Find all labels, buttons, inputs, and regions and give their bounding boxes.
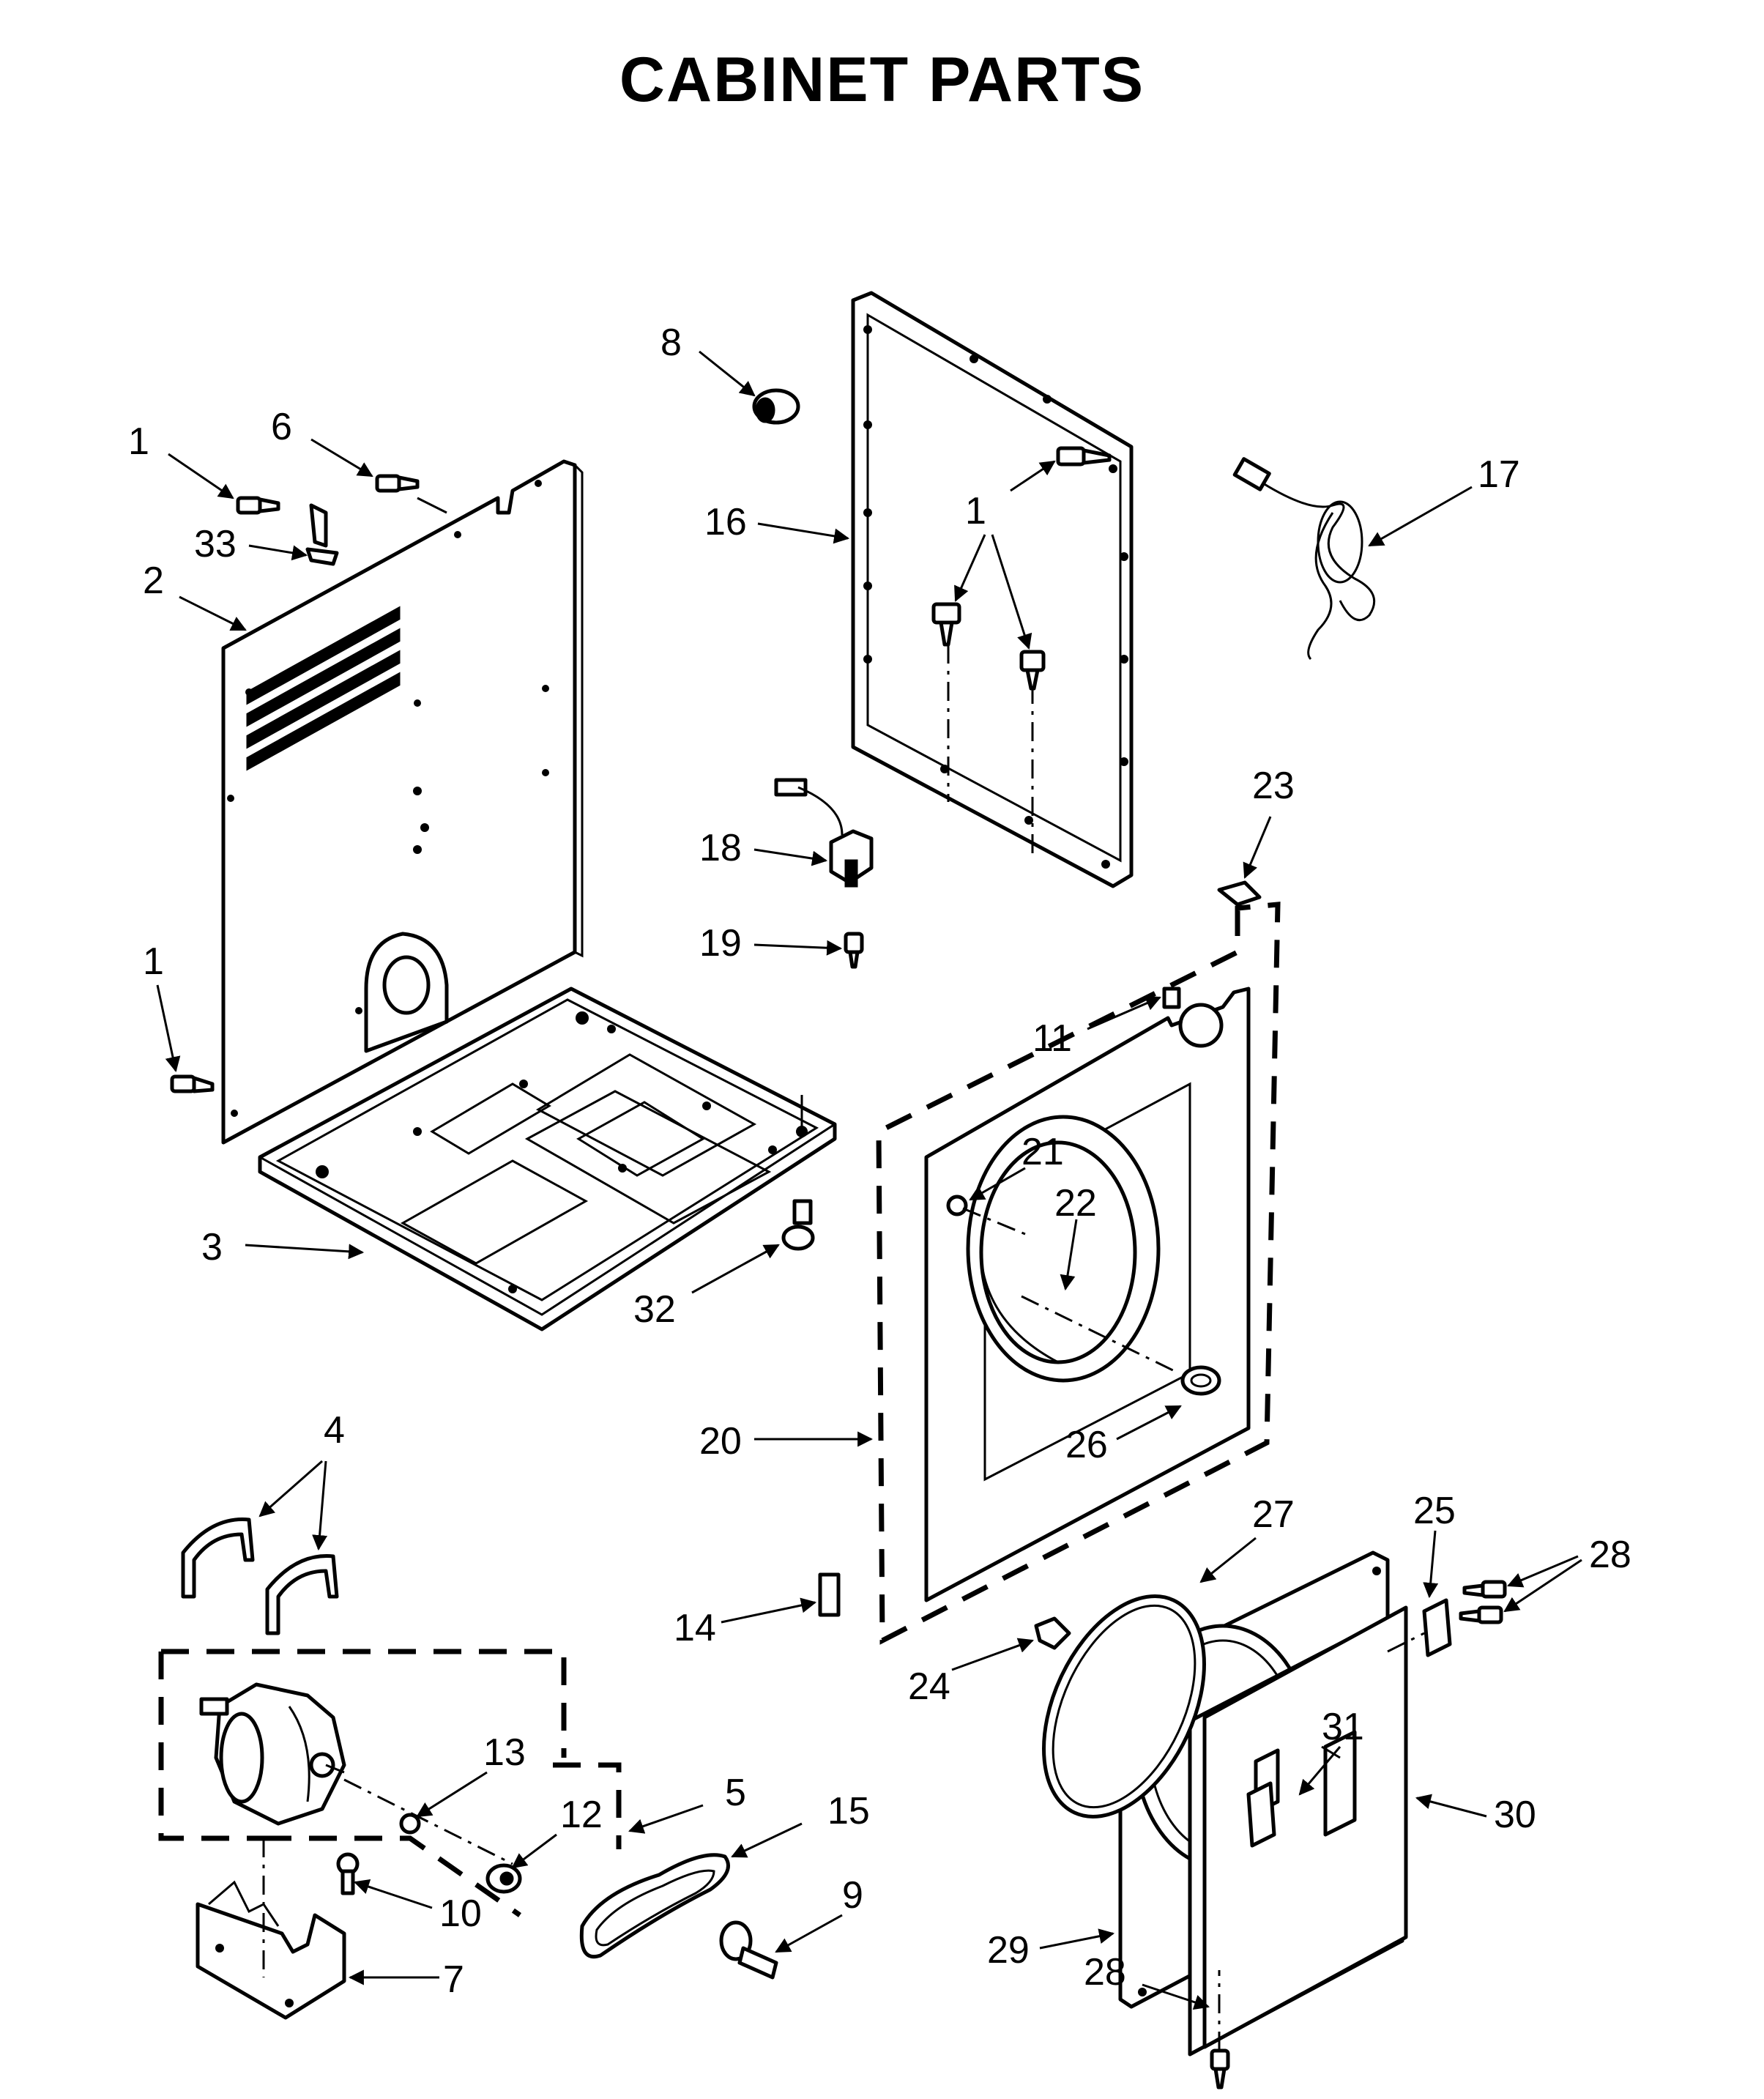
callout-23: 23 (1252, 765, 1295, 807)
front-frame (851, 291, 1134, 888)
rear-panel-holes (227, 480, 549, 1117)
screw-1-top-left (236, 496, 280, 515)
callout-17: 17 (1478, 453, 1520, 496)
hinge-25 (1422, 1598, 1452, 1657)
callout-31: 31 (1322, 1706, 1364, 1748)
strike-14 (818, 1572, 841, 1617)
screw-1-frame-mid (931, 602, 961, 647)
callout-22: 22 (1054, 1182, 1097, 1225)
clip-23 (1217, 880, 1262, 907)
clamp-26 (1180, 1365, 1221, 1396)
washer-13 (399, 1813, 421, 1835)
motor-group (158, 1649, 622, 2020)
callout-12: 12 (560, 1794, 603, 1836)
diagram-title: CABINET PARTS (619, 45, 1145, 115)
screw-6 (375, 474, 420, 493)
callout-15: 15 (827, 1790, 870, 1832)
callout-8: 8 (660, 322, 682, 364)
door-seal (1042, 1594, 1206, 1818)
callout-28a: 28 (1589, 1534, 1631, 1576)
callout-13: 13 (483, 1731, 526, 1774)
idler-9 (719, 1920, 778, 1980)
base (258, 932, 837, 1331)
callout-7: 7 (443, 1958, 464, 2001)
hardware (170, 388, 1507, 2089)
drive-belt (579, 1853, 730, 1958)
callout-27: 27 (1252, 1493, 1295, 1536)
callout-21: 21 (1021, 1131, 1064, 1173)
callout-2: 2 (143, 560, 164, 602)
callout-29: 29 (987, 1929, 1030, 1972)
callout-18: 18 (699, 827, 742, 869)
rear-panel (221, 459, 584, 1145)
door-switch-18 (774, 778, 874, 888)
callout-24: 24 (908, 1665, 950, 1708)
motor-mount-bracket (196, 1838, 346, 2020)
callout-9: 9 (842, 1874, 863, 1917)
drive-motor (199, 1682, 346, 1826)
callout-1b: 1 (965, 490, 986, 532)
callout-32: 32 (633, 1288, 676, 1331)
clip-33 (305, 503, 339, 566)
screw-28-lower (1459, 1605, 1503, 1624)
callout-4: 4 (324, 1409, 345, 1452)
callout-30: 30 (1494, 1794, 1536, 1836)
screw-10 (336, 1852, 360, 1895)
callout-labels: 1 6 33 2 8 16 1 17 18 19 23 1 11 21 22 3… (128, 322, 1631, 2001)
screw-1-frame-right (1019, 650, 1046, 691)
drum-clips-4 (181, 1517, 339, 1635)
pulley-12 (485, 1863, 522, 1894)
clip-11 (1162, 987, 1181, 1009)
callout-10: 10 (439, 1892, 482, 1935)
leveling-leg-32 (781, 1199, 815, 1251)
callout-26: 26 (1065, 1424, 1108, 1466)
plug-button-8 (752, 388, 800, 425)
callout-1a: 1 (128, 420, 149, 463)
callout-5: 5 (725, 1772, 746, 1814)
screw-28-upper (1462, 1580, 1507, 1599)
callout-16: 16 (704, 501, 747, 543)
callout-20: 20 (699, 1420, 742, 1463)
callout-3: 3 (201, 1226, 223, 1268)
callout-19: 19 (699, 922, 742, 965)
callout-33: 33 (194, 523, 237, 565)
screw-1-left (170, 1074, 215, 1093)
callout-25: 25 (1413, 1490, 1456, 1532)
callout-11: 11 (1032, 1017, 1072, 1060)
callout-6: 6 (271, 406, 292, 448)
hinge-24 (1034, 1616, 1071, 1650)
power-cord-17 (1232, 457, 1376, 661)
callout-14: 14 (674, 1607, 716, 1649)
screw-28-bottom (1210, 2048, 1230, 2089)
screw-1-frame-top (1056, 446, 1112, 467)
leader-lines (156, 350, 1582, 2010)
callout-1c: 1 (143, 940, 164, 983)
rear-panel-vents (246, 606, 401, 771)
screw-19 (844, 932, 864, 969)
callout-28b: 28 (1084, 1951, 1126, 1994)
front-panel-group (876, 902, 1281, 1645)
